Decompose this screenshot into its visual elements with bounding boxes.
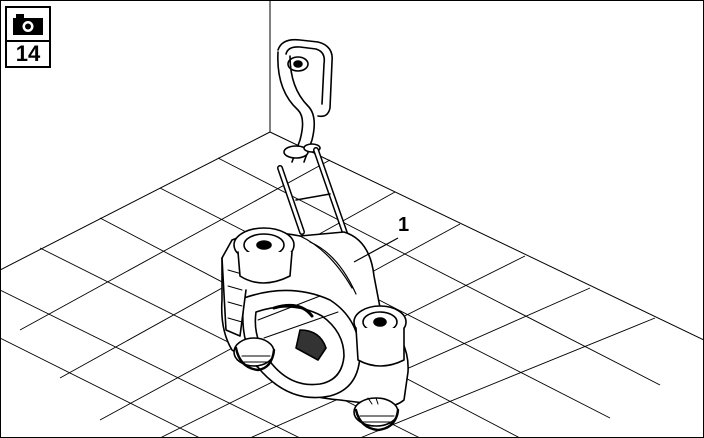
callout-1-leader xyxy=(353,237,399,263)
lawn-mower xyxy=(220,38,409,432)
callout-1-label: 1 xyxy=(398,214,410,236)
step-badge: 14 xyxy=(5,6,51,68)
room-corner xyxy=(0,0,704,341)
camera-icon xyxy=(7,8,49,42)
step-number: 14 xyxy=(15,41,41,66)
